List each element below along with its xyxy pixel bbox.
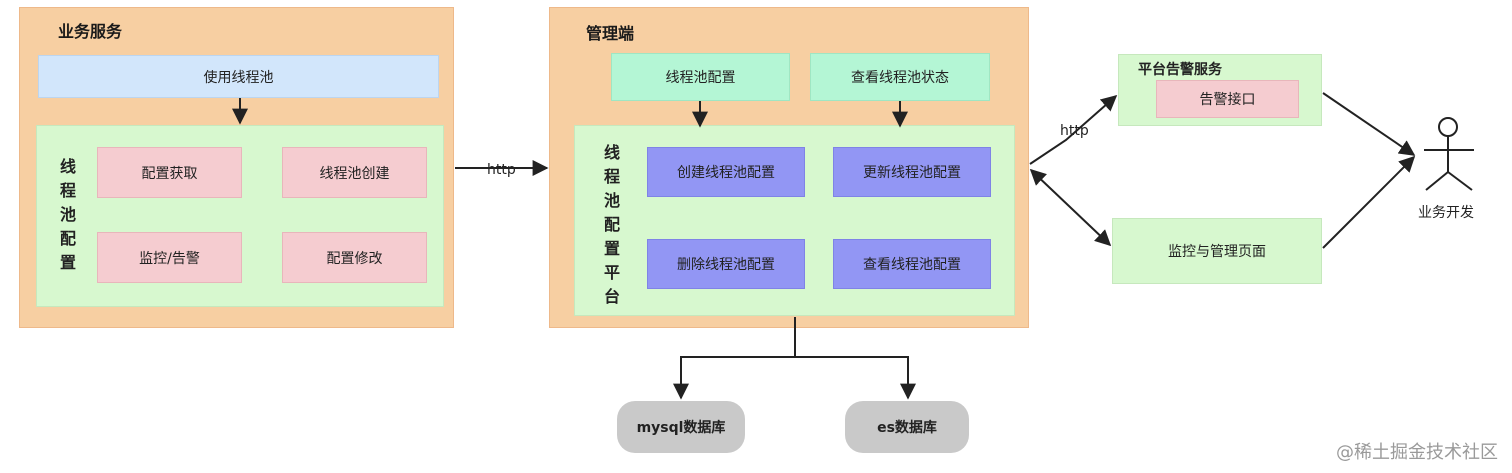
config-platform-label: 线 程 池 配 置 平 台 <box>603 143 620 306</box>
db-connector-es <box>795 356 916 400</box>
delete-pool-config-box: 删除线程池配置 <box>647 239 805 289</box>
config-modify-box: 配置修改 <box>282 232 427 283</box>
db-connector <box>673 317 796 400</box>
actor-figure <box>1424 117 1474 191</box>
arrow-admin-to-alert <box>1029 94 1118 165</box>
monitor-management-page-box: 监控与管理页面 <box>1112 218 1322 284</box>
config-fetch-box: 配置获取 <box>97 147 242 198</box>
pool-config-box: 线程池配置 <box>611 53 790 101</box>
admin-title: 管理端 <box>586 24 635 43</box>
actor-label: 业务开发 <box>1418 205 1474 221</box>
arrow-monitor-to-actor <box>1322 155 1416 249</box>
es-database: es数据库 <box>845 401 969 453</box>
http-label-left: http <box>485 162 518 178</box>
use-thread-pool-box: 使用线程池 <box>38 55 439 98</box>
pool-config-label: 线 程 池 配 置 <box>59 157 76 272</box>
pool-create-box: 线程池创建 <box>282 147 427 198</box>
arrow-admin-monitor <box>1029 168 1112 247</box>
platform-alert-title: 平台告警服务 <box>1138 62 1222 78</box>
mysql-database: mysql数据库 <box>617 401 745 453</box>
update-pool-config-box: 更新线程池配置 <box>833 147 991 197</box>
monitor-alert-box: 监控/告警 <box>97 232 242 283</box>
view-pool-status-box: 查看线程池状态 <box>810 53 990 101</box>
business-service-title: 业务服务 <box>58 22 123 41</box>
create-pool-config-box: 创建线程池配置 <box>647 147 805 197</box>
arrow-alert-to-actor <box>1322 92 1416 156</box>
view-pool-config-box: 查看线程池配置 <box>833 239 991 289</box>
watermark-text: @稀土掘金技术社区 <box>1336 442 1498 463</box>
alert-interface-box: 告警接口 <box>1156 80 1299 118</box>
